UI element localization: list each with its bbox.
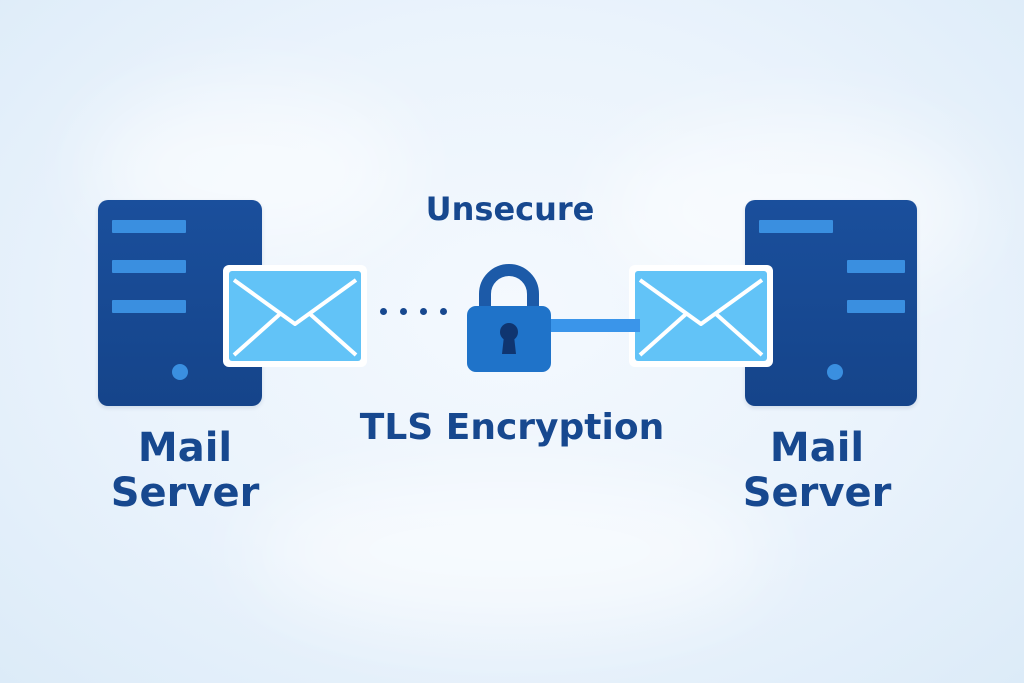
connection-dot (440, 308, 447, 315)
server-slot (112, 220, 186, 233)
server-slot (759, 220, 833, 233)
server-slot (847, 300, 905, 313)
padlock-icon (467, 264, 551, 372)
right-server-label-line1: Mail (769, 425, 865, 471)
server-slot (112, 260, 186, 273)
server-slot (847, 260, 905, 273)
right-envelope-icon (629, 265, 773, 367)
left-server-label: Mail Server (70, 426, 300, 516)
connection-dot (400, 308, 407, 315)
left-server-label-line2: Server (110, 469, 260, 516)
right-server-label-line2: Server (742, 469, 892, 516)
unsecure-label: Unsecure (425, 190, 595, 228)
unsecure-dotted-connection (380, 307, 450, 317)
server-status-light (827, 364, 843, 380)
background-glow (250, 470, 770, 630)
server-slot (112, 300, 186, 313)
left-server-label-line1: Mail (137, 425, 233, 471)
connection-dot (420, 308, 427, 315)
tls-encryption-label: TLS Encryption (359, 407, 665, 448)
secure-connection-line (548, 319, 640, 332)
right-server-icon (745, 200, 917, 406)
left-envelope-icon (223, 265, 367, 367)
server-status-light (172, 364, 188, 380)
right-server-label: Mail Server (702, 426, 932, 516)
connection-dot (380, 308, 387, 315)
